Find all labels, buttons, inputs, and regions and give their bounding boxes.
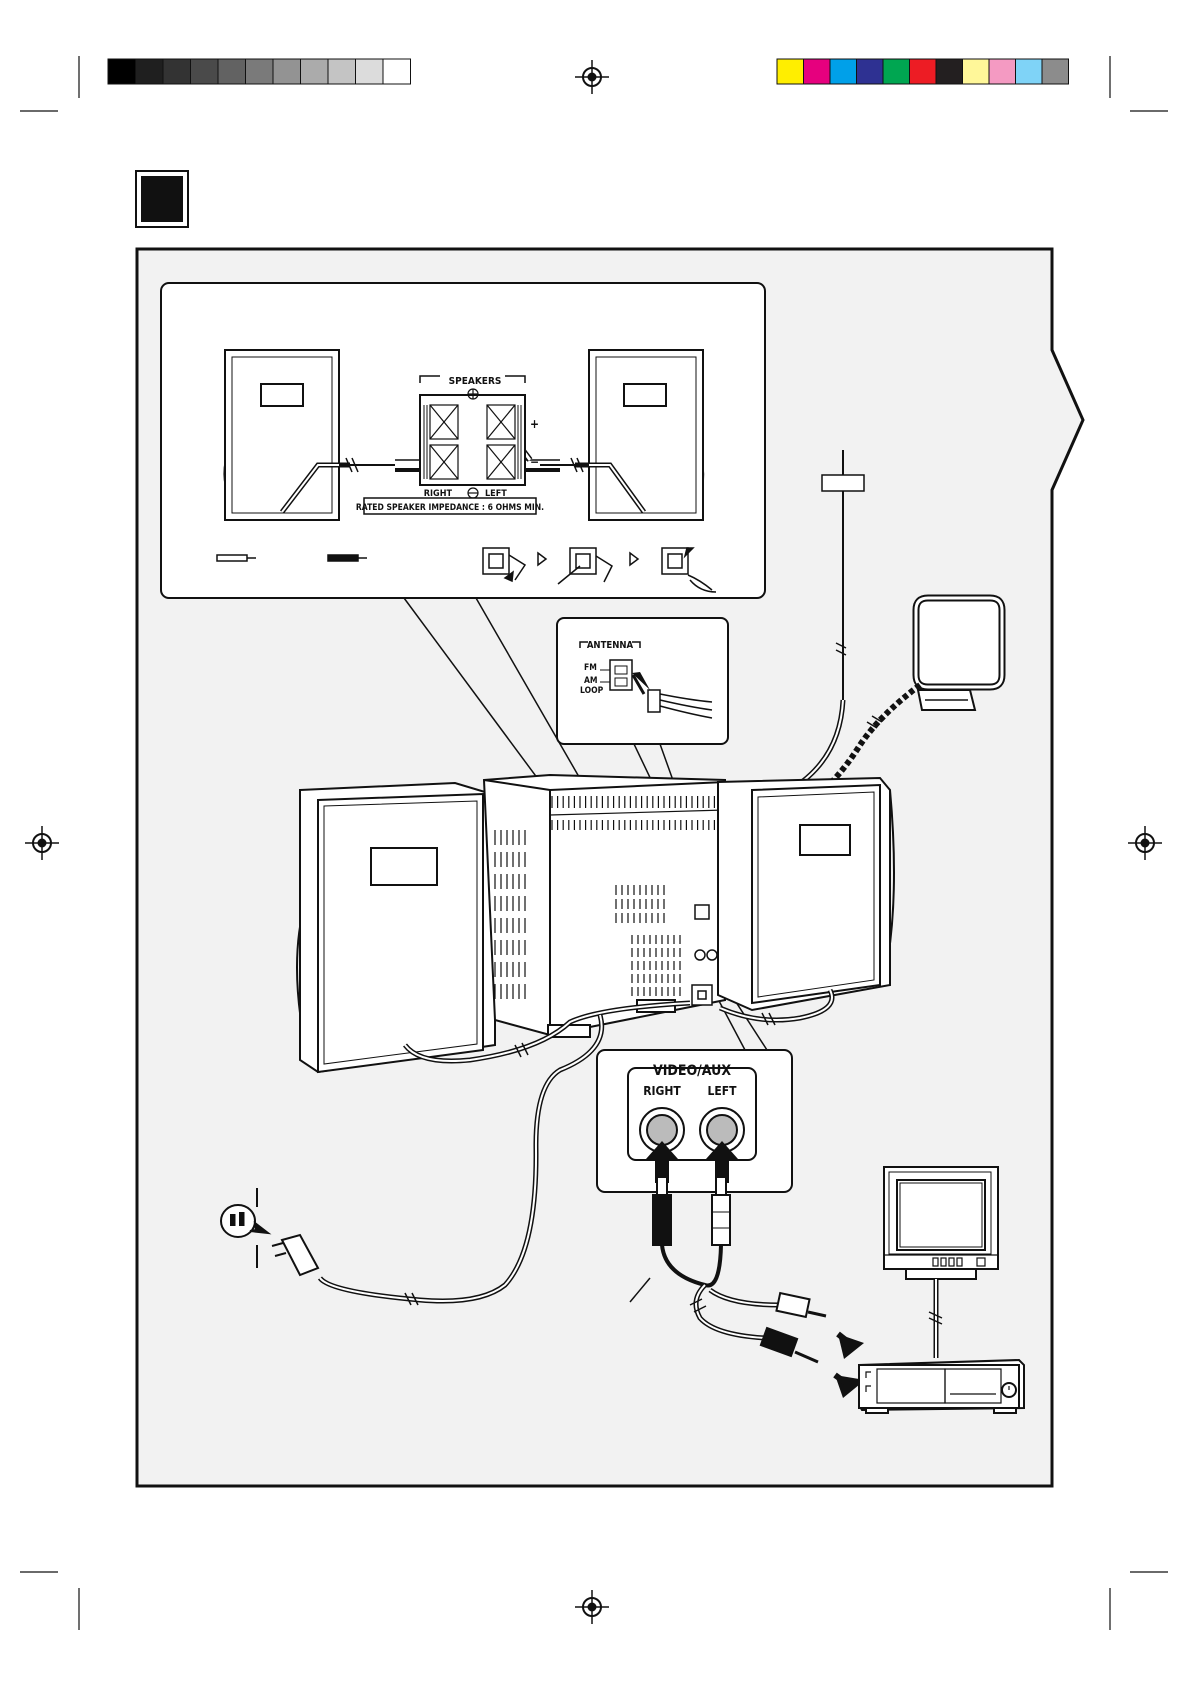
color-swatch bbox=[830, 59, 857, 84]
loop-label: LOOP bbox=[580, 686, 604, 696]
registration-mark-right bbox=[1128, 826, 1162, 860]
gray-swatch bbox=[356, 59, 384, 84]
main-unit bbox=[484, 775, 725, 1037]
gray-swatch bbox=[191, 59, 219, 84]
registration-mark-bottom bbox=[575, 1590, 609, 1624]
left-speaker-rear bbox=[224, 350, 350, 520]
gray-swatch bbox=[273, 59, 301, 84]
color-swatch bbox=[777, 59, 804, 84]
antenna-inset bbox=[557, 618, 728, 744]
am-label: AM bbox=[584, 676, 598, 686]
vcr bbox=[859, 1360, 1024, 1413]
video-aux-left-label: LEFT bbox=[708, 1084, 738, 1098]
speakers-inset: SPEAKERS + − RIGHT LEFT RATED SPEAKER IM… bbox=[161, 283, 765, 598]
color-swatch bbox=[804, 59, 831, 84]
gray-swatch bbox=[246, 59, 274, 84]
plus-sign-label: + bbox=[530, 417, 539, 431]
video-aux-right-label: RIGHT bbox=[643, 1084, 681, 1098]
color-swatch bbox=[989, 59, 1016, 84]
gray-swatch bbox=[301, 59, 329, 84]
left-speaker bbox=[297, 783, 495, 1072]
speakers-terminal-title: SPEAKERS bbox=[449, 376, 502, 387]
fm-label: FM bbox=[584, 663, 597, 673]
color-swatch bbox=[883, 59, 910, 84]
right-speaker bbox=[718, 778, 894, 1010]
color-swatch bbox=[963, 59, 990, 84]
gray-calibration-bar bbox=[108, 59, 411, 84]
antenna-title: ANTENNA bbox=[587, 640, 634, 651]
registration-mark-left bbox=[25, 826, 59, 860]
speaker-terminal-block bbox=[420, 376, 525, 498]
color-calibration-bar bbox=[777, 59, 1069, 84]
gray-swatch bbox=[136, 59, 164, 84]
color-swatch bbox=[857, 59, 884, 84]
color-swatch bbox=[1016, 59, 1043, 84]
gray-swatch bbox=[108, 59, 136, 84]
impedance-note: RATED SPEAKER IMPEDANCE : 6 OHMS MIN. bbox=[356, 503, 544, 513]
gray-swatch bbox=[163, 59, 191, 84]
gray-swatch bbox=[383, 59, 411, 84]
color-swatch bbox=[936, 59, 963, 84]
video-aux-title: VIDEO/AUX bbox=[653, 1063, 731, 1079]
tv-monitor bbox=[884, 1167, 998, 1279]
color-swatch bbox=[910, 59, 937, 84]
registration-mark-top bbox=[575, 60, 609, 94]
section-marker bbox=[136, 171, 188, 227]
color-swatch bbox=[1042, 59, 1069, 84]
right-speaker-rear bbox=[575, 350, 703, 520]
minus-sign-label: − bbox=[530, 455, 539, 469]
gray-swatch bbox=[328, 59, 356, 84]
gray-swatch bbox=[218, 59, 246, 84]
